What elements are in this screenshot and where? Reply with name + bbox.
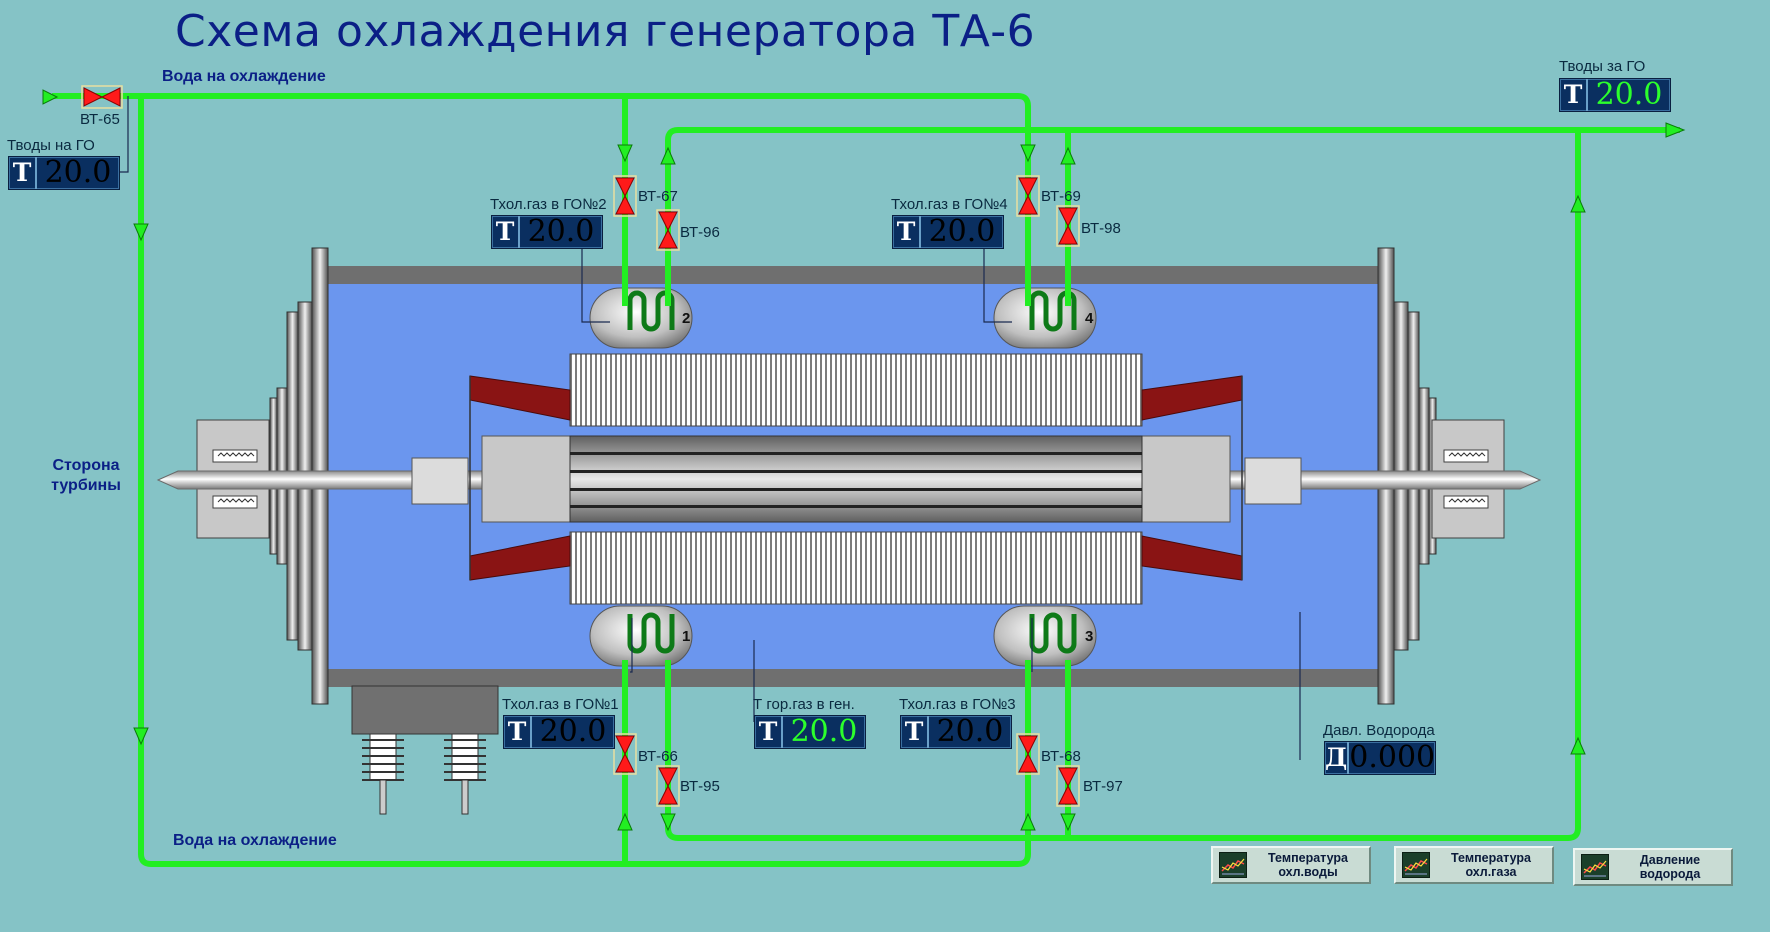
- indicator-value: 20.0: [936, 714, 1004, 749]
- cooler-number-3: 3: [1085, 628, 1094, 645]
- valve-bt98[interactable]: [1056, 205, 1080, 247]
- indicator-in-go[interactable]: Т 20.0: [8, 156, 120, 190]
- left-shaft-seal: [411, 457, 469, 505]
- valve-label-bt96: ВТ-96: [680, 224, 720, 241]
- indicator-h2-pressure[interactable]: Д 0.000: [1324, 741, 1436, 775]
- indicator-label-gon2: Тхол.газ в ГО№2: [490, 196, 607, 213]
- terminal-box: [351, 685, 499, 815]
- button-label: Давление водорода: [1639, 853, 1701, 881]
- valve-label-bt69: ВТ-69: [1041, 188, 1081, 205]
- indicator-value: 20.0: [1595, 77, 1663, 112]
- gas-cooler-4: [993, 287, 1097, 349]
- indicator-hot-gas[interactable]: Т 20.0: [754, 715, 866, 749]
- indicator-value: 20.0: [539, 714, 607, 749]
- valve-bt68[interactable]: [1016, 733, 1040, 775]
- cooler-number-2: 2: [682, 310, 691, 327]
- indicator-key: Т: [755, 716, 783, 748]
- valve-bt95[interactable]: [656, 765, 680, 807]
- gas-cooler-2: [589, 287, 693, 349]
- indicator-key: Т: [893, 216, 921, 248]
- valve-bt69[interactable]: [1016, 175, 1040, 217]
- trend-chart-icon: [1402, 852, 1430, 878]
- valve-bt96[interactable]: [656, 209, 680, 251]
- indicator-label-h2-pressure: Давл. Водорода: [1323, 722, 1435, 739]
- valve-bt97[interactable]: [1056, 765, 1080, 807]
- valve-label-bt68: ВТ-68: [1041, 748, 1081, 765]
- indicator-gon3[interactable]: Т 20.0: [900, 715, 1012, 749]
- cooler-number-4: 4: [1085, 310, 1094, 327]
- indicator-key: Т: [1560, 79, 1588, 111]
- indicator-label-hot-gas: Т гор.газ в ген.: [753, 696, 855, 713]
- indicator-label-out-go: Тводы за ГО: [1559, 58, 1646, 75]
- cooler-number-1: 1: [682, 628, 691, 645]
- h2-pressure-trend-button[interactable]: Давление водорода: [1573, 848, 1733, 886]
- valve-bt65[interactable]: [81, 85, 123, 109]
- valve-label-bt67: ВТ-67: [638, 188, 678, 205]
- indicator-label-gon4: Тхол.газ в ГО№4: [891, 196, 1008, 213]
- indicator-value: 0.000: [1349, 740, 1436, 775]
- gas-temp-trend-button[interactable]: Температура охл.газа: [1394, 846, 1554, 884]
- indicator-value: 20.0: [928, 214, 996, 249]
- turbine-side-label: Сторона турбины: [51, 457, 121, 494]
- indicator-gon4[interactable]: Т 20.0: [892, 215, 1004, 249]
- water-temp-trend-button[interactable]: Температура охл.воды: [1211, 846, 1371, 884]
- indicator-value: 20.0: [527, 214, 595, 249]
- stator-end-windings: [469, 375, 1243, 581]
- valve-bt67[interactable]: [613, 175, 637, 217]
- indicator-value: 20.0: [44, 155, 112, 190]
- water-supply-label-top: Вода на охлаждение: [162, 68, 326, 85]
- gas-cooler-3: [993, 605, 1097, 667]
- trend-chart-icon: [1219, 852, 1247, 878]
- indicator-gon1[interactable]: Т 20.0: [503, 715, 615, 749]
- indicator-key: Т: [9, 157, 37, 189]
- water-supply-label-bottom: Вода на охлаждение: [173, 832, 337, 849]
- right-shaft-seal: [1244, 457, 1302, 505]
- indicator-label-gon3: Тхол.газ в ГО№3: [899, 696, 1016, 713]
- indicator-value: 20.0: [790, 714, 858, 749]
- valve-label-bt65: ВТ-65: [80, 111, 120, 128]
- indicator-key: Т: [492, 216, 520, 248]
- valve-label-bt95: ВТ-95: [680, 778, 720, 795]
- valve-label-bt97: ВТ-97: [1083, 778, 1123, 795]
- button-label: Температура охл.газа: [1451, 851, 1531, 879]
- housing-top-wall: [318, 266, 1378, 284]
- gas-cooler-1: [589, 605, 693, 667]
- indicator-label-in-go: Тводы на ГО: [7, 137, 95, 154]
- sensor-leaders: [120, 96, 1301, 760]
- housing-bottom-wall: [318, 669, 1378, 687]
- indicator-key: Т: [504, 716, 532, 748]
- stator-core-top: [569, 353, 1143, 427]
- page-title: Схема охлаждения генератора ТА-6: [175, 6, 1036, 57]
- indicator-out-go[interactable]: Т 20.0: [1559, 78, 1671, 112]
- valve-label-bt98: ВТ-98: [1081, 220, 1121, 237]
- flow-arrows: [42, 89, 1686, 832]
- indicator-key: Д: [1325, 742, 1350, 774]
- valve-bt66[interactable]: [613, 733, 637, 775]
- rotor: [481, 435, 1231, 523]
- button-label: Температура охл.воды: [1268, 851, 1348, 879]
- indicator-key: Т: [901, 716, 929, 748]
- indicator-gon2[interactable]: Т 20.0: [491, 215, 603, 249]
- stator-core-bottom: [569, 531, 1143, 605]
- trend-chart-icon: [1581, 854, 1609, 880]
- valve-label-bt66: ВТ-66: [638, 748, 678, 765]
- indicator-label-gon1: Тхол.газ в ГО№1: [502, 696, 619, 713]
